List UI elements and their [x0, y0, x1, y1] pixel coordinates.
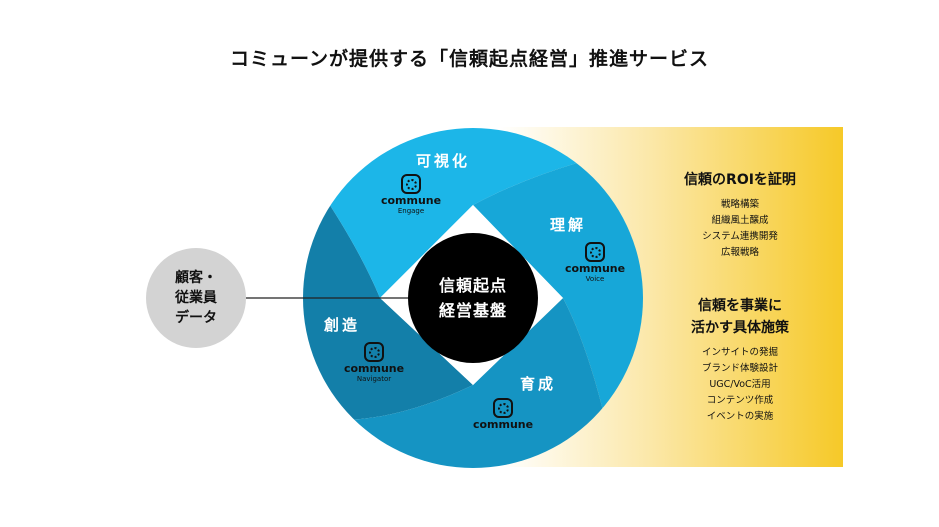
commune-engage-logo: commune Engage [366, 174, 456, 215]
core-line: 信頼起点 [438, 276, 507, 295]
outcome-item: 戦略構築 [720, 199, 759, 210]
data-line: 従業員 [175, 290, 217, 306]
commune-icon [364, 342, 384, 362]
product-sub: Voice [585, 275, 605, 283]
commune-icon [585, 242, 605, 262]
segment-label-visualize: 可視化 [416, 152, 471, 170]
commune-logo: commune [458, 398, 548, 431]
product-name: commune [472, 418, 534, 431]
outcome-measures: 信頼を事業に 活かす具体施策 インサイトの発掘 ブランド体験設計 UGC/VoC… [640, 295, 840, 425]
product-sub: Engage [397, 207, 425, 215]
product-name: commune [343, 362, 405, 375]
outcome-item: UGC/VoC活用 [709, 379, 771, 390]
outcome-item: イベントの実施 [706, 411, 774, 422]
data-line: 顧客・ [175, 270, 217, 286]
segment-label-understand: 理解 [550, 216, 587, 234]
commune-icon [493, 398, 513, 418]
segment-label-nurture: 育成 [520, 375, 557, 393]
core-line: 経営基盤 [438, 301, 507, 320]
outcome-item: インサイトの発掘 [701, 347, 778, 358]
product-sub: Navigator [356, 375, 392, 383]
page-title: コミューンが提供する「信頼起点経営」推進サービス [229, 48, 710, 70]
segment-label-create: 創造 [324, 316, 361, 334]
outcome-item: コンテンツ作成 [706, 395, 774, 406]
outcome-heading: 信頼を事業に [698, 298, 782, 314]
core-foundation: 信頼起点 経営基盤 [408, 233, 538, 363]
commune-icon [401, 174, 421, 194]
segment-right [473, 128, 643, 468]
data-line: データ [175, 310, 217, 326]
outcome-item: 広報戦略 [720, 247, 759, 258]
product-name: commune [380, 194, 442, 207]
outcome-roi: 信頼のROIを証明 戦略構築 組織風土醸成 システム連携開発 広報戦略 [640, 169, 840, 261]
product-name: commune [564, 262, 626, 275]
outcome-heading: 信頼のROIを証明 [684, 172, 796, 188]
outcome-item: 組織風土醸成 [711, 215, 769, 226]
customer-employee-data: 顧客・ 従業員 データ [146, 248, 246, 348]
commune-voice-logo: commune Voice [550, 242, 640, 283]
outcome-heading: 活かす具体施策 [691, 320, 789, 336]
commune-navigator-logo: commune Navigator [329, 342, 419, 383]
core-circle [408, 233, 538, 363]
outcome-item: ブランド体験設計 [701, 363, 778, 374]
outcome-item: システム連携開発 [702, 231, 778, 242]
